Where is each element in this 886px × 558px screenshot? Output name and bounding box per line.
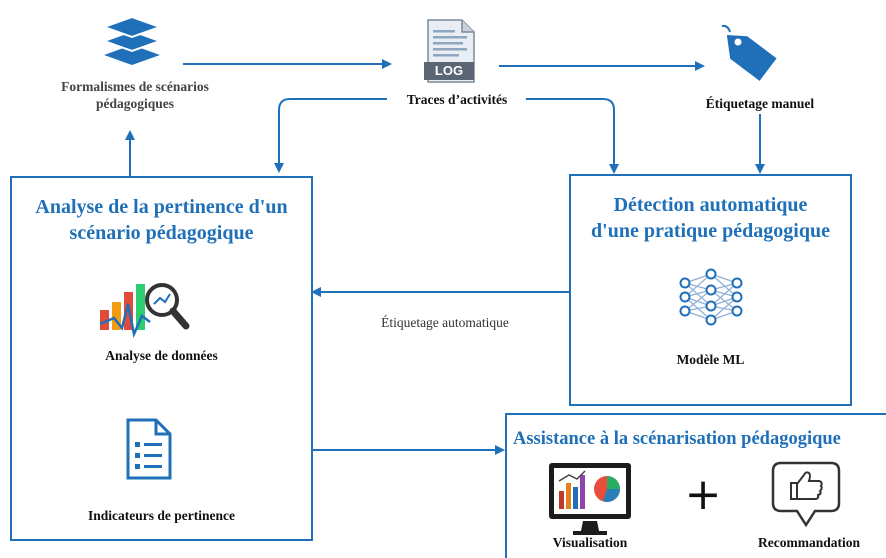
tag-icon xyxy=(716,22,780,86)
layers-icon xyxy=(100,8,164,72)
traces-label: Traces d’activités xyxy=(406,92,508,107)
auto-labeling-label: Étiquetage automatique xyxy=(381,315,509,330)
data-analysis-icon xyxy=(98,278,190,340)
indicators-document-icon xyxy=(124,418,174,480)
log-badge-text: LOG xyxy=(434,63,464,78)
assistance-box: Assistance à la scénarisation pédagogiqu… xyxy=(505,413,886,558)
visualisation-monitor-icon xyxy=(545,459,635,537)
neural-network-icon xyxy=(679,268,743,326)
visualisation-label: Visualisation xyxy=(552,535,628,550)
ml-model-label: Modèle ML xyxy=(676,352,745,367)
data-analysis-label: Analyse de données xyxy=(105,348,218,363)
recommendation-label: Recommandation xyxy=(758,535,860,550)
indicators-label: Indicateurs de pertinence xyxy=(88,508,235,523)
thumbs-up-bubble-icon xyxy=(769,459,843,533)
edge-traces-to-analysis xyxy=(274,98,387,173)
log-file-icon: LOG xyxy=(422,18,478,84)
manual-labeling-label: Étiquetage manuel xyxy=(705,96,815,111)
assistance-box-title: Assistance à la scénarisation pédagogiqu… xyxy=(513,429,841,449)
plus-sign: + xyxy=(684,469,722,520)
edge-traces-to-detection xyxy=(526,98,619,174)
